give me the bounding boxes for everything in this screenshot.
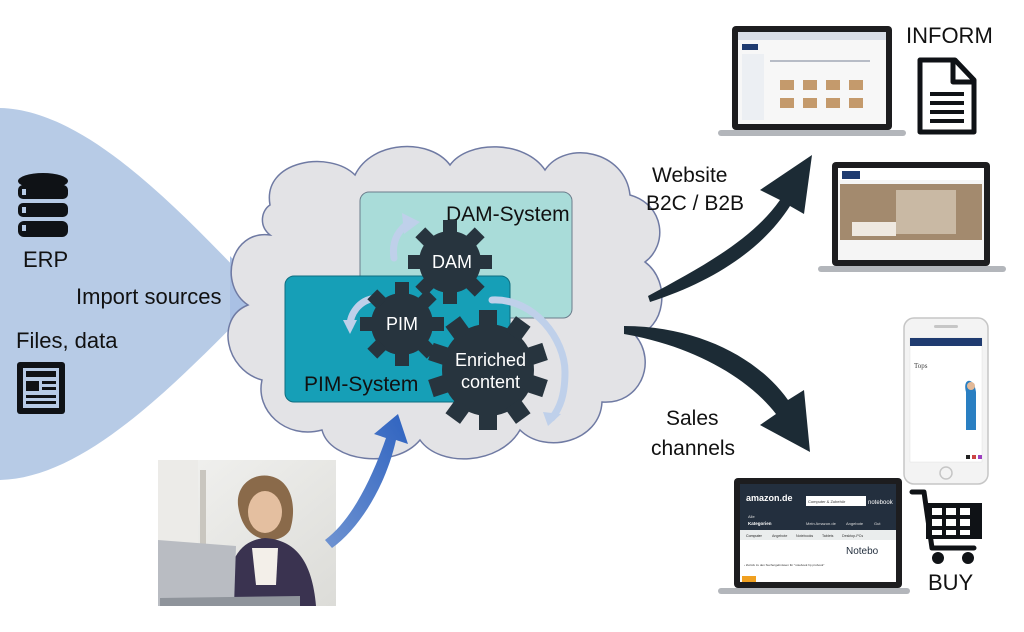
enriched-gear-label-line2: content <box>461 372 520 392</box>
user-photo <box>158 460 336 606</box>
laptop-website <box>818 162 1006 272</box>
import-sources-label: Import sources <box>76 284 222 309</box>
amazon-nav-4: Angebote <box>846 521 864 526</box>
user-input-arrow <box>325 414 408 548</box>
amazon-tab-3: Notebooks <box>796 534 813 538</box>
website-label-line1: Website <box>652 164 727 187</box>
dam-gear-label: DAM <box>432 252 472 272</box>
amazon-logo-text: amazon.de <box>746 493 793 503</box>
amazon-tab-5: Desktop-PCs <box>842 534 863 538</box>
amazon-search-text: notebook <box>868 500 894 506</box>
enriched-content-gear <box>428 310 548 430</box>
dam-system-label: DAM-System <box>446 203 570 226</box>
inform-label: INFORM <box>906 23 993 48</box>
database-icon <box>18 173 68 237</box>
laptop-amazon <box>718 478 910 594</box>
website-label-line2: B2C / B2B <box>646 192 744 215</box>
newspaper-icon <box>17 362 65 414</box>
sales-label-line1: Sales <box>666 407 719 430</box>
cycle-arrowhead-3 <box>543 412 561 426</box>
phone-title: Tops <box>914 362 928 370</box>
pim-gear-label: PIM <box>386 314 418 334</box>
cycle-arrowhead-1 <box>402 213 420 234</box>
amazon-nav-2: Kategorien <box>748 521 772 526</box>
cycle-arrowhead-2 <box>343 320 357 334</box>
amazon-back-link: ‹ Zurück zu den Suchergebnissen für "not… <box>744 563 824 567</box>
erp-label: ERP <box>23 247 68 272</box>
website-output-arrow <box>648 155 812 302</box>
enriched-gear-label-line1: Enriched <box>455 350 526 370</box>
shopping-cart-icon <box>909 489 982 564</box>
amazon-heading: Notebo <box>846 546 879 557</box>
buy-label: BUY <box>928 570 974 595</box>
sales-label-line2: channels <box>651 437 735 460</box>
amazon-tab-4: Tablets <box>822 534 834 538</box>
import-sources-funnel <box>0 108 262 480</box>
amazon-nav-5: Gut <box>874 521 881 526</box>
smartphone <box>903 317 989 485</box>
dam-gear <box>408 220 492 304</box>
document-icon <box>917 57 977 135</box>
amazon-nav-1: Alle <box>748 514 755 519</box>
files-data-label: Files, data <box>16 328 118 353</box>
pim-system-label: PIM-System <box>304 373 418 396</box>
amazon-tab-1: Computer <box>746 534 763 538</box>
amazon-nav-3: Mein Amazon.de <box>806 521 837 526</box>
amazon-search-category: Computer & Zubehör <box>808 499 846 504</box>
sales-output-arrow <box>624 326 810 452</box>
amazon-tab-2: Angebote <box>772 534 787 538</box>
laptop-inform <box>718 26 906 136</box>
